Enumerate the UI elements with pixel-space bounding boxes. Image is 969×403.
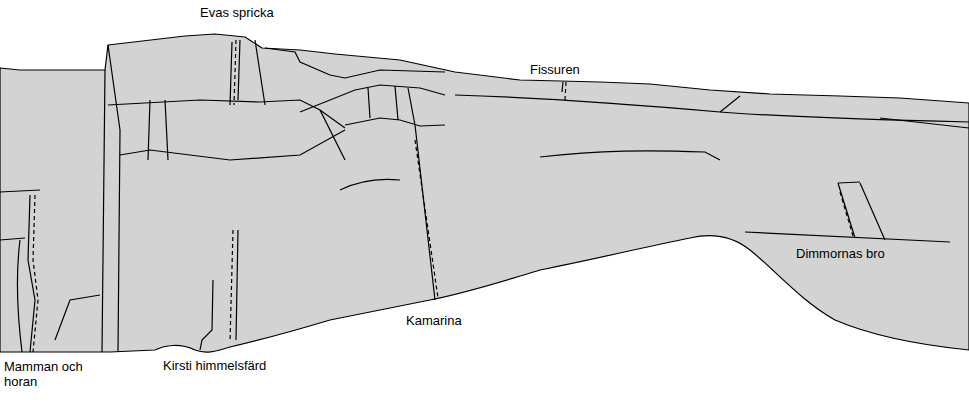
route-name: Kirsti himmelsfärd [163, 358, 266, 373]
route-name: Mamman och horan [4, 359, 86, 389]
rock-outline [0, 34, 969, 352]
route-name: Evas spricka [200, 5, 274, 20]
route-name: Kamarina [406, 313, 462, 328]
route-name: Fissuren [530, 62, 580, 77]
route-lines [33, 40, 853, 352]
cracks [0, 40, 969, 352]
route-name: Dimmornas bro [796, 246, 885, 261]
